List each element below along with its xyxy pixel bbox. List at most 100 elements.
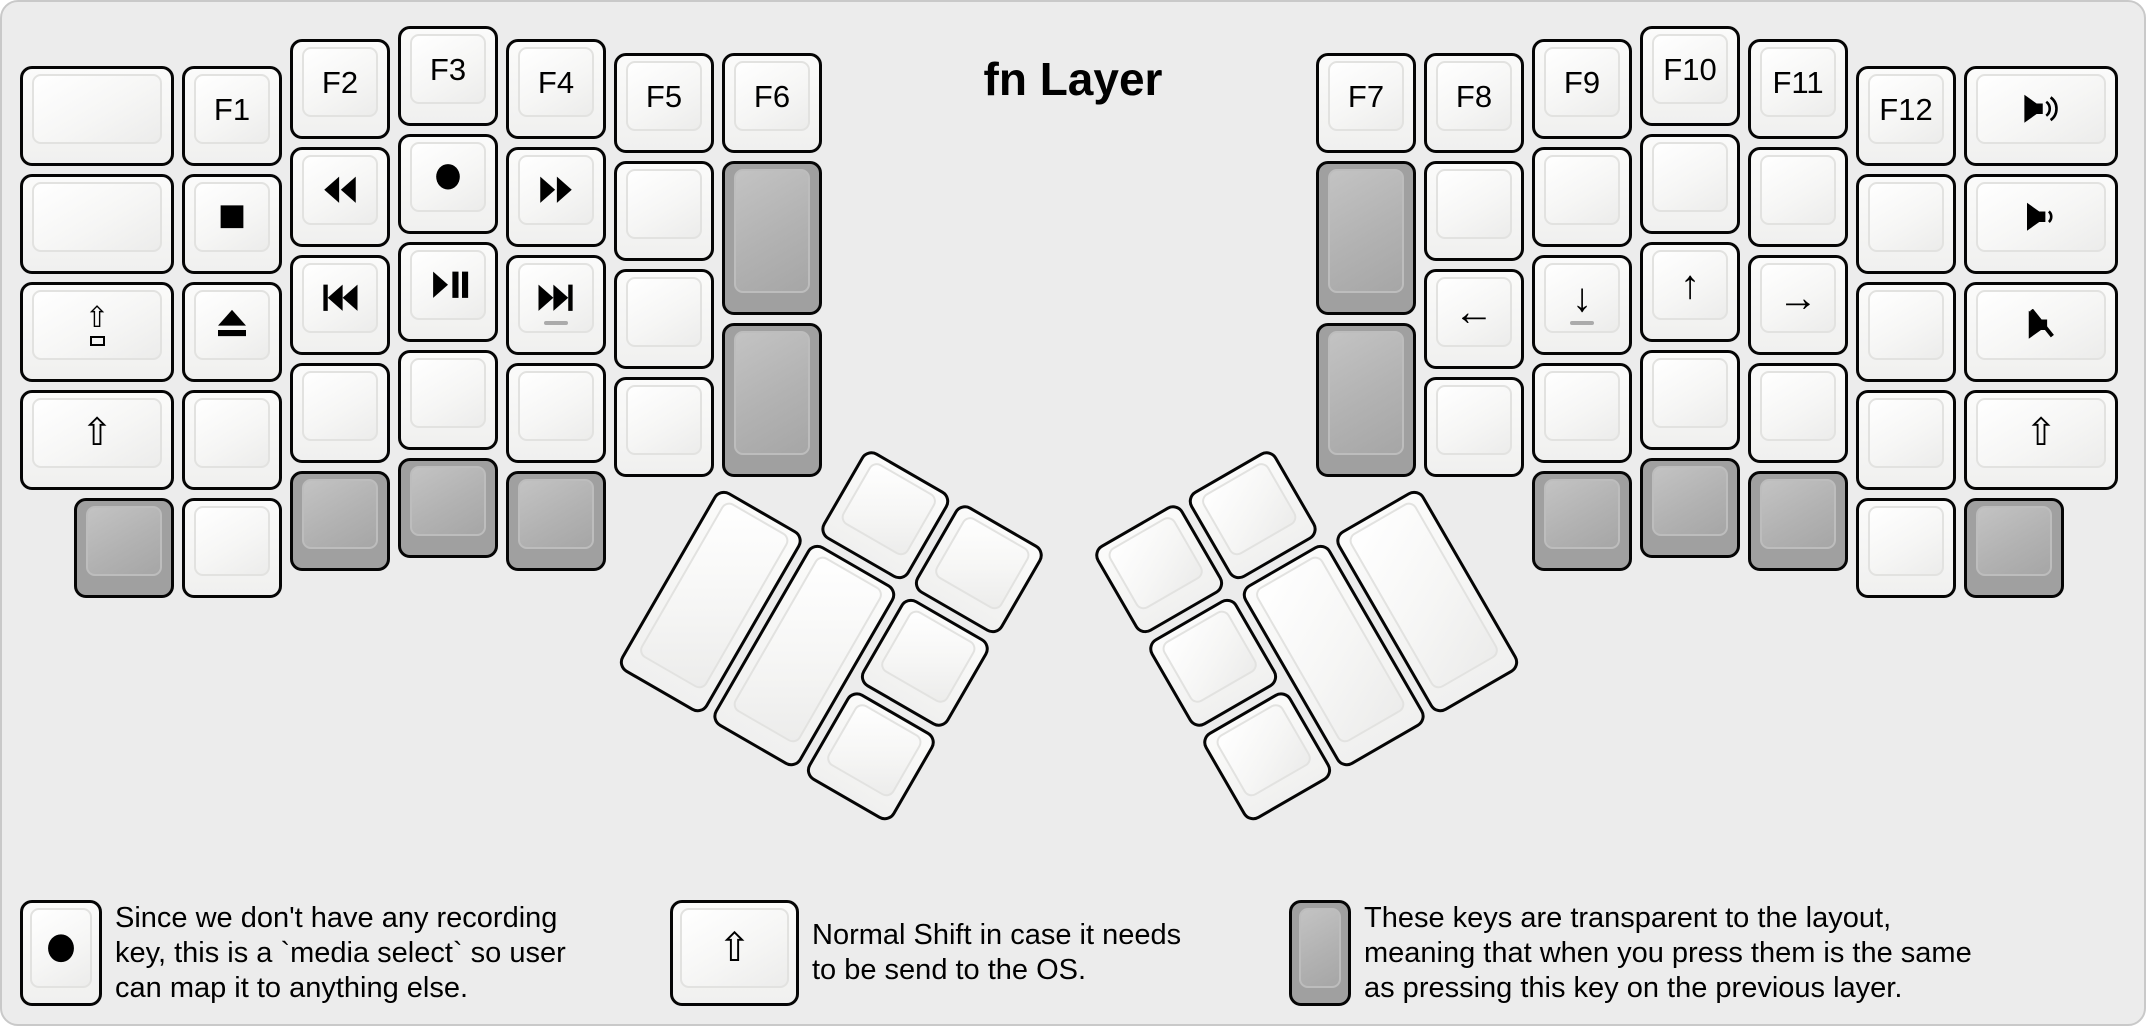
keycap-top [734,331,810,455]
key-f4[interactable]: F4 [506,39,606,139]
keycap-top [1213,700,1315,800]
key-blank[interactable] [290,363,390,463]
key-transparent[interactable] [1748,471,1848,571]
keycap-top: F6 [734,61,810,131]
key-blank[interactable] [1532,363,1632,463]
key-next-track[interactable] [506,255,606,355]
key-blank[interactable] [1748,147,1848,247]
key-blank[interactable] [182,390,282,490]
key-blank[interactable] [1640,350,1740,450]
key-mute[interactable] [1964,282,2118,382]
key-transparent[interactable] [722,161,822,315]
keycap-top [302,155,378,225]
key-blank[interactable] [506,363,606,463]
key-blank[interactable] [1856,174,1956,274]
key-arrow-right[interactable]: → [1748,255,1848,355]
key-transparent[interactable] [74,498,174,598]
key-blank[interactable] [1532,147,1632,247]
key-label: F5 [645,78,683,114]
legend-line: to be send to the OS. [812,954,1087,986]
key-media-select-record[interactable] [398,134,498,234]
key-media-stop[interactable] [182,174,282,274]
key-arrow-left[interactable]: ← [1424,269,1524,369]
key-f12[interactable]: F12 [1856,66,1956,166]
key-f11[interactable]: F11 [1748,39,1848,139]
key-blank[interactable] [614,161,714,261]
key-transparent[interactable] [1964,498,2064,598]
key-f7[interactable]: F7 [1316,53,1416,153]
key-f3[interactable]: F3 [398,26,498,126]
key-blank[interactable] [20,174,174,274]
key-f6[interactable]: F6 [722,53,822,153]
key-transparent[interactable] [506,471,606,571]
key-f2[interactable]: F2 [290,39,390,139]
key-caps-shift[interactable]: ⇧ [20,282,174,382]
key-f5[interactable]: F5 [614,53,714,153]
key-blank[interactable] [398,350,498,450]
keycap-top [302,371,378,441]
legend-line: key, this is a `media select` so user [115,936,566,969]
key-f1[interactable]: F1 [182,66,282,166]
media-stop-icon [211,201,253,233]
key-transparent[interactable] [1640,458,1740,558]
key-arrow-up[interactable]: ↑ [1640,242,1740,342]
key-blank[interactable] [1856,282,1956,382]
keycap-top [1760,479,1836,549]
key-rewind[interactable] [290,147,390,247]
keycap-top [518,371,594,441]
key-blank[interactable] [1424,161,1524,261]
key-blank[interactable] [1856,390,1956,490]
keycap-top: ⇧ [32,290,162,360]
key-blank[interactable] [614,269,714,369]
key-transparent[interactable] [1316,323,1416,477]
key-prev-track[interactable] [290,255,390,355]
legend-text: These keys are transparent to the layout… [1364,901,1972,1006]
key-label: ⇧ [717,926,752,970]
key-shift-right[interactable]: ⇧ [1964,390,2118,490]
keycap-top [1436,385,1512,455]
keycap-top [1868,290,1944,360]
key-blank[interactable] [1748,363,1848,463]
key-f10[interactable]: F10 [1640,26,1740,126]
key-blank[interactable] [1856,498,1956,598]
key-transparent[interactable] [1532,471,1632,571]
key-transparent[interactable] [722,323,822,477]
key-blank[interactable] [614,377,714,477]
legend-line: These keys are transparent to the layout… [1364,901,1892,934]
key-arrow-down[interactable]: ↓ [1532,255,1632,355]
layer-title: fn Layer [983,53,1163,105]
keycap-top: F11 [1760,47,1836,117]
key-blank[interactable] [20,66,174,166]
keycap-top [1198,459,1300,559]
keycap-top: ← [1436,277,1512,347]
keycap-top [877,607,979,707]
key-label: F10 [1663,51,1717,87]
key-transparent[interactable] [290,471,390,571]
keycap-top [626,385,702,455]
legend-line: Normal Shift in case it needs [812,919,1182,951]
key-volume-down[interactable] [1964,174,2118,274]
key-blank[interactable] [1640,134,1740,234]
keycap-top [1159,607,1261,707]
shift-arrow-glyph: ⇧ [84,302,110,334]
keycap-top [626,169,702,239]
key-blank[interactable] [1424,377,1524,477]
key-blank[interactable] [182,498,282,598]
keycap-top [1544,371,1620,441]
keycap-top [518,155,594,225]
key-f9[interactable]: F9 [1532,39,1632,139]
key-transparent[interactable] [398,458,498,558]
key-label: ↑ [1680,263,1700,307]
key-shift-left[interactable]: ⇧ [20,390,174,490]
key-fast-forward[interactable] [506,147,606,247]
key-label: → [1778,276,1818,320]
key-transparent[interactable] [1316,161,1416,315]
key-volume-up[interactable] [1964,66,2118,166]
caps-shift-icon: ⇧ [85,304,109,346]
keycap-top [1976,290,2106,360]
key-eject[interactable] [182,282,282,382]
key-play-pause[interactable] [398,242,498,342]
key-f8[interactable]: F8 [1424,53,1524,153]
